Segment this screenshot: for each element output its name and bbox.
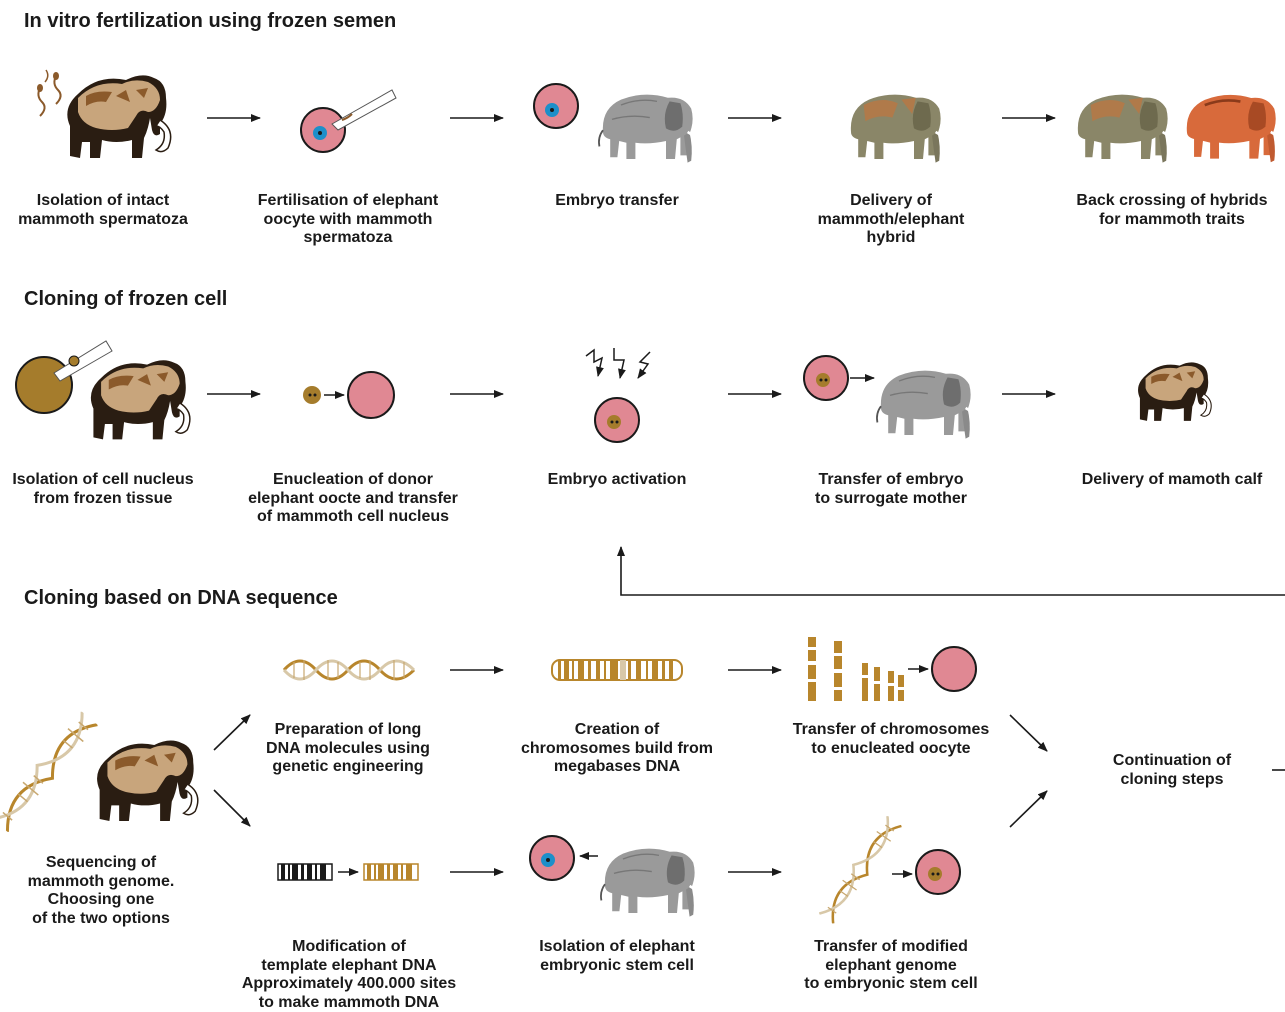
cell-nucleus-mammoth-icon — [15, 340, 191, 441]
caption-enucleation: Enucleation of donor elephant oocte and … — [248, 471, 458, 525]
caption-isolation-stem-cell: Isolation of elephant embryonic stem cel… — [539, 938, 695, 974]
dna-molecule-icon — [282, 659, 416, 681]
caption-preparation-dna: Preparation of long DNA molecules using … — [266, 721, 430, 775]
enucleation-icon — [303, 371, 395, 419]
chromosome-bar-icon — [551, 659, 683, 681]
fertilisation-oocyte-icon — [300, 89, 397, 153]
caption-continuation: Continuation of cloning steps — [1112, 752, 1232, 788]
chromosomes-oocyte-icon — [808, 637, 977, 701]
section-title-frozen-cell: Cloning of frozen cell — [24, 288, 228, 310]
backcross-elephants-icon — [1076, 93, 1284, 164]
caption-transfer-surrogate: Transfer of embryo to surrogate mother — [814, 471, 967, 507]
mammoth-calf-icon — [1137, 361, 1212, 422]
arrow-loop-back — [617, 546, 1285, 596]
caption-embryo-activation: Embryo activation — [547, 471, 687, 488]
hybrid-elephant-icon — [849, 93, 949, 165]
mammoth-with-sperm-icon — [37, 69, 172, 159]
caption-back-crossing: Back crossing of hybrids for mammoth tra… — [1076, 192, 1268, 228]
caption-delivery-hybrid: Delivery of mammoth/elephant hybrid — [817, 192, 965, 246]
transfer-surrogate-icon — [803, 355, 979, 441]
caption-creation-chromosomes: Creation of chromosomes build from megab… — [520, 721, 714, 775]
embryo-transfer-icon — [533, 83, 701, 165]
arrow-branch-down — [213, 789, 251, 827]
section-title-ivf: In vitro fertilization using frozen seme… — [24, 10, 397, 32]
caption-delivery-calf: Delivery of mamoth calf — [1081, 471, 1263, 488]
caption-isolation-nucleus: Isolation of cell nucleus from frozen ti… — [12, 471, 194, 507]
arrow-branch-up — [213, 714, 251, 751]
caption-modification-dna: Modification of template elephant DNA Ap… — [241, 938, 457, 1011]
caption-fertilisation: Fertilisation of elephant oocyte with ma… — [257, 192, 439, 246]
dna-modification-barcode-icon — [277, 863, 419, 881]
caption-transfer-genome: Transfer of modified elephant genome to … — [804, 938, 978, 992]
arrow-merge-up — [1009, 790, 1048, 828]
caption-transfer-chromosomes: Transfer of chromosomes to enucleated oo… — [792, 721, 990, 757]
caption-isolation-spermatoza: Isolation of intact mammoth spermatoza — [18, 192, 188, 228]
stem-cell-elephant-icon — [529, 835, 703, 918]
dna-to-stem-cell-icon — [817, 814, 961, 925]
section-title-dna: Cloning based on DNA sequence — [24, 587, 338, 609]
caption-sequencing: Sequencing of mammoth genome. Choosing o… — [27, 854, 175, 927]
dna-mammoth-icon — [0, 710, 199, 834]
embryo-activation-icon — [585, 348, 651, 443]
arrow-merge-down — [1009, 714, 1048, 752]
caption-embryo-transfer: Embryo transfer — [555, 192, 679, 209]
